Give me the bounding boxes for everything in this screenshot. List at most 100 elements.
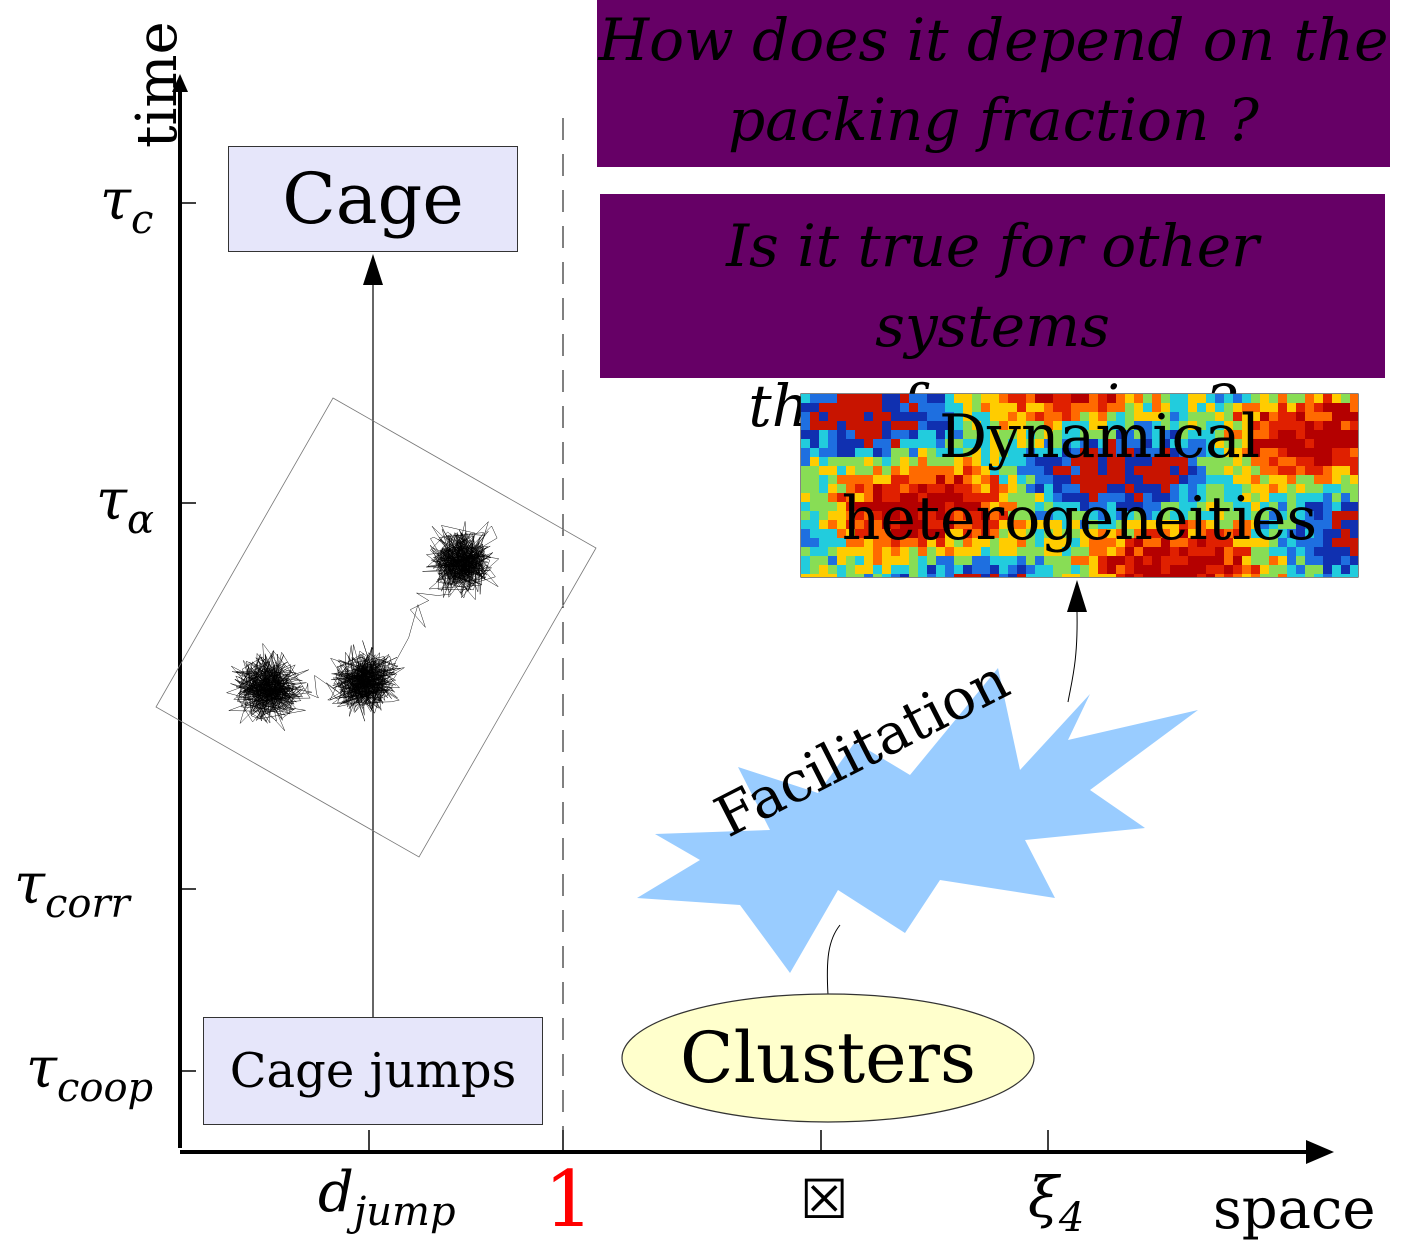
heat-cell	[1206, 511, 1215, 520]
heat-cell	[1242, 493, 1251, 502]
heat-cell	[936, 421, 945, 430]
heat-cell	[1188, 421, 1197, 430]
question-1-line-2: packing fraction ?	[728, 86, 1259, 154]
heat-cell	[927, 457, 936, 466]
heat-cell	[1035, 565, 1044, 574]
heat-cell	[999, 466, 1008, 475]
heat-cell	[1278, 574, 1287, 577]
heat-cell	[1179, 511, 1188, 520]
heat-cell	[981, 511, 990, 520]
heat-cell	[1071, 520, 1080, 529]
heat-cell	[1233, 457, 1242, 466]
heat-cell	[1053, 574, 1062, 577]
heat-cell	[1035, 394, 1044, 403]
heat-cell	[1260, 520, 1269, 529]
heat-cell	[1233, 574, 1242, 577]
heat-cell	[1206, 439, 1215, 448]
heat-cell	[936, 430, 945, 439]
question-2-line-1: Is it true for other systems	[726, 212, 1259, 360]
heat-cell	[1251, 538, 1260, 547]
heat-cell	[873, 511, 882, 520]
heat-cell	[891, 475, 900, 484]
heat-cell	[828, 412, 837, 421]
heat-cell	[1233, 493, 1242, 502]
heat-cell	[1305, 529, 1314, 538]
heat-cell	[1116, 439, 1125, 448]
heat-cell	[1116, 394, 1125, 403]
heat-cell	[1107, 502, 1116, 511]
heat-cell	[1269, 511, 1278, 520]
heat-cell	[1233, 466, 1242, 475]
heat-cell	[801, 565, 810, 574]
heat-cell	[1251, 565, 1260, 574]
heat-cell	[1188, 457, 1197, 466]
cage-box: Cage	[228, 146, 518, 252]
heat-cell	[1332, 394, 1341, 403]
heat-cell	[1206, 556, 1215, 565]
heat-cell	[1008, 565, 1017, 574]
heat-cell	[1080, 457, 1089, 466]
heat-cell	[936, 484, 945, 493]
heat-cell	[1098, 394, 1107, 403]
heat-cell	[1107, 394, 1116, 403]
heat-cell	[846, 457, 855, 466]
heat-cell	[1296, 493, 1305, 502]
heat-cell	[864, 439, 873, 448]
heat-cell	[909, 412, 918, 421]
heat-cell	[936, 520, 945, 529]
heat-cell	[1242, 403, 1251, 412]
heat-cell	[1008, 493, 1017, 502]
heat-cell	[1197, 556, 1206, 565]
heat-cell	[990, 565, 999, 574]
heat-cell	[819, 574, 828, 577]
heat-cell	[882, 403, 891, 412]
heat-cell	[1197, 493, 1206, 502]
heat-cell	[1179, 430, 1188, 439]
heat-cell	[1296, 412, 1305, 421]
heat-cell	[1233, 439, 1242, 448]
heat-cell	[1197, 520, 1206, 529]
heat-cell	[1125, 403, 1134, 412]
heat-cell	[981, 502, 990, 511]
heat-cell	[1089, 547, 1098, 556]
heat-cell	[954, 457, 963, 466]
heat-cell	[1080, 511, 1089, 520]
heat-cell	[846, 430, 855, 439]
heat-cell	[1044, 547, 1053, 556]
heat-cell	[918, 511, 927, 520]
heat-cell	[1206, 448, 1215, 457]
heat-cell	[1026, 493, 1035, 502]
heat-cell	[1350, 493, 1358, 502]
question-box-2: Is it true for other systems than for gr…	[600, 194, 1385, 440]
heat-cell	[1224, 520, 1233, 529]
heat-cell	[954, 466, 963, 475]
heat-cell	[1152, 556, 1161, 565]
heat-cell	[1143, 529, 1152, 538]
heat-cell	[1305, 511, 1314, 520]
heat-cell	[1107, 439, 1116, 448]
heat-cell	[1305, 394, 1314, 403]
heat-cell	[1053, 439, 1062, 448]
heat-cell	[810, 403, 819, 412]
heat-cell	[1170, 502, 1179, 511]
heat-cell	[1305, 547, 1314, 556]
heat-cell	[1287, 574, 1296, 577]
heat-cell	[846, 520, 855, 529]
heat-cell	[1350, 412, 1358, 421]
heat-cell	[1134, 394, 1143, 403]
heat-cell	[1350, 403, 1358, 412]
heat-cell	[1341, 412, 1350, 421]
heat-cell	[1008, 421, 1017, 430]
x-tick-label-xi4: ξ4	[1028, 1166, 1084, 1241]
heat-cell	[1062, 511, 1071, 520]
heat-cell	[864, 403, 873, 412]
heat-cell	[1314, 475, 1323, 484]
heat-cell	[1080, 556, 1089, 565]
heat-cell	[1008, 529, 1017, 538]
heat-cell	[1260, 403, 1269, 412]
heat-cell	[990, 403, 999, 412]
heat-cell	[1107, 565, 1116, 574]
heat-cell	[927, 484, 936, 493]
heat-cell	[855, 448, 864, 457]
heat-cell	[1296, 430, 1305, 439]
